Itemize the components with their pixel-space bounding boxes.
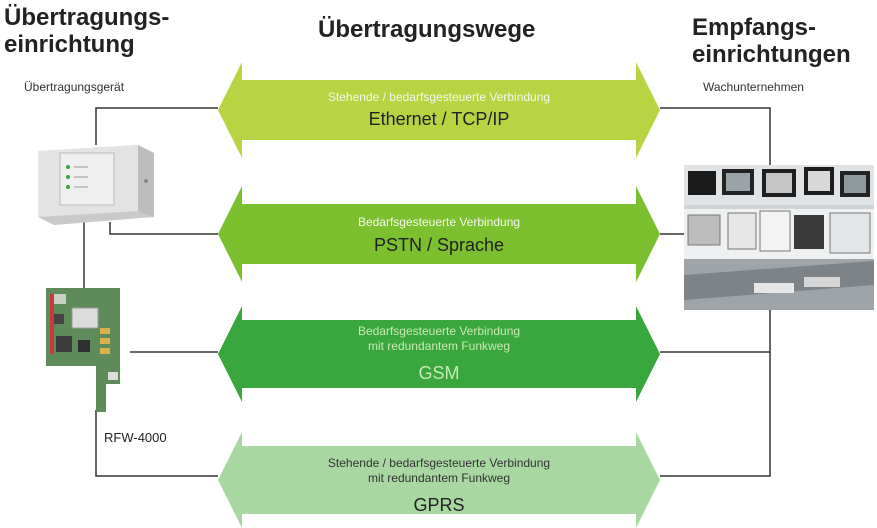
arrow-gprs-title: GPRS — [413, 495, 465, 515]
arrow-gprs-polygon — [218, 432, 660, 528]
connector-left-1 — [95, 107, 218, 145]
subtitle-left: Übertragungsgerät — [24, 80, 125, 94]
arrow-gsm: Bedarfsgesteuerte Verbindung mit redunda… — [218, 306, 660, 402]
arrow-gprs-caption-1: Stehende / bedarfsgesteuerte Verbindung — [327, 456, 551, 470]
circuit-board-image — [46, 288, 120, 412]
connector-right-1 — [660, 107, 771, 165]
arrow-gsm-title: GSM — [418, 363, 460, 383]
arrow-gsm-polygon — [218, 306, 660, 402]
connector-left-4 — [95, 410, 218, 477]
header-left: Übertragungs- einrichtung — [4, 4, 169, 58]
header-right: Empfangs- einrichtungen — [692, 14, 851, 68]
connector-right-4 — [660, 352, 771, 477]
arrow-gsm-shape — [218, 306, 660, 402]
control-room-image — [684, 165, 874, 310]
header-left-line-2: einrichtung — [4, 31, 135, 58]
connector-right-3 — [660, 310, 771, 353]
arrow-pstn-polygon — [218, 186, 660, 282]
arrow-ethernet-title: Ethernet / TCP/IP — [368, 109, 510, 129]
arrow-gsm-caption-2: mit redundantem Funkweg — [367, 339, 511, 353]
arrow-pstn-title: PSTN / Sprache — [373, 235, 505, 255]
arrow-gprs: Stehende / bedarfsgesteuerte Verbindung … — [218, 432, 660, 528]
arrow-gprs-caption-2: mit redundantem Funkweg — [367, 471, 511, 485]
transmission-device-image — [38, 145, 154, 225]
header-left-line-1: Übertragungs- — [4, 4, 170, 31]
header-right-line-1: Empfangs- — [692, 14, 817, 41]
arrow-pstn-shape — [218, 186, 660, 282]
connector-left-2 — [109, 222, 218, 235]
arrow-ethernet-shape — [218, 62, 660, 158]
arrow-ethernet-polygon — [218, 62, 660, 158]
arrow-gsm-caption-1: Bedarfsgesteuerte Verbindung — [357, 324, 521, 338]
header-center: Übertragungswege — [318, 16, 536, 43]
header-right-line-2: einrichtungen — [692, 41, 851, 68]
arrow-pstn-caption: Bedarfsgesteuerte Verbindung — [357, 215, 521, 229]
subtitle-right: Wachunternehmen — [703, 80, 804, 94]
arrow-gprs-shape — [218, 432, 660, 528]
device-label: RFW-4000 — [104, 430, 167, 445]
arrow-ethernet: Stehende / bedarfsgesteuerte Verbindung … — [218, 62, 660, 158]
arrow-pstn: Bedarfsgesteuerte Verbindung PSTN / Spra… — [218, 186, 660, 282]
arrow-ethernet-caption: Stehende / bedarfsgesteuerte Verbindung — [327, 90, 551, 104]
